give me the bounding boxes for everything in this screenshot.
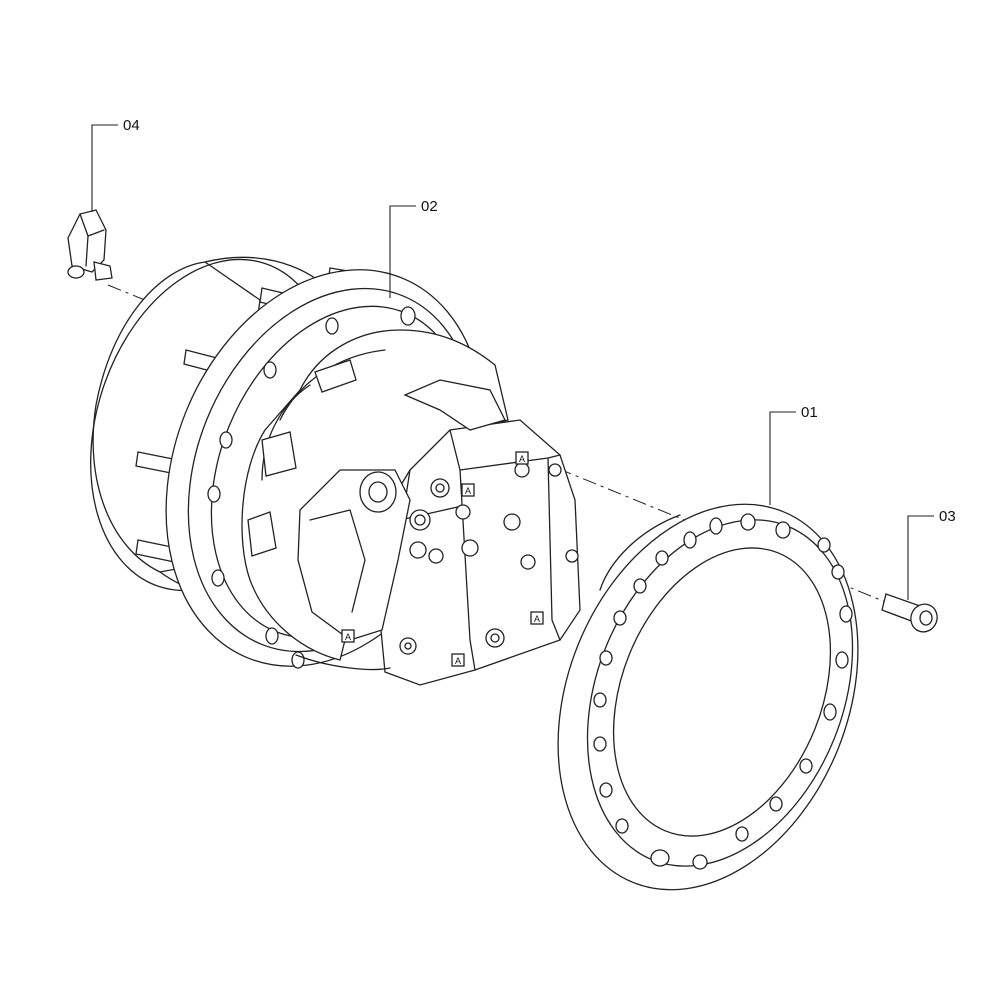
flange-bolt-holes [207, 306, 497, 669]
marking-5: A [345, 632, 351, 642]
valve-ports [399, 462, 579, 655]
mounting-ring[interactable] [503, 459, 912, 935]
callout-04: 04 [123, 117, 140, 134]
callout-02: 02 [421, 198, 438, 215]
marking-3: A [534, 614, 540, 624]
marking-1: A [465, 486, 471, 496]
marking-4: A [455, 656, 461, 666]
callout-01: 01 [801, 404, 818, 421]
leader-lines [91, 124, 934, 600]
travel-motor-assembly[interactable]: A A A A A [50, 222, 581, 715]
ring-bolt-holes [593, 513, 853, 870]
speed-sensor-connector[interactable] [67, 209, 113, 281]
callout-03: 03 [939, 508, 956, 525]
motor-markings: A A A A A [341, 451, 544, 667]
socket-head-bolt[interactable] [881, 593, 941, 636]
marking-2: A [519, 454, 525, 464]
